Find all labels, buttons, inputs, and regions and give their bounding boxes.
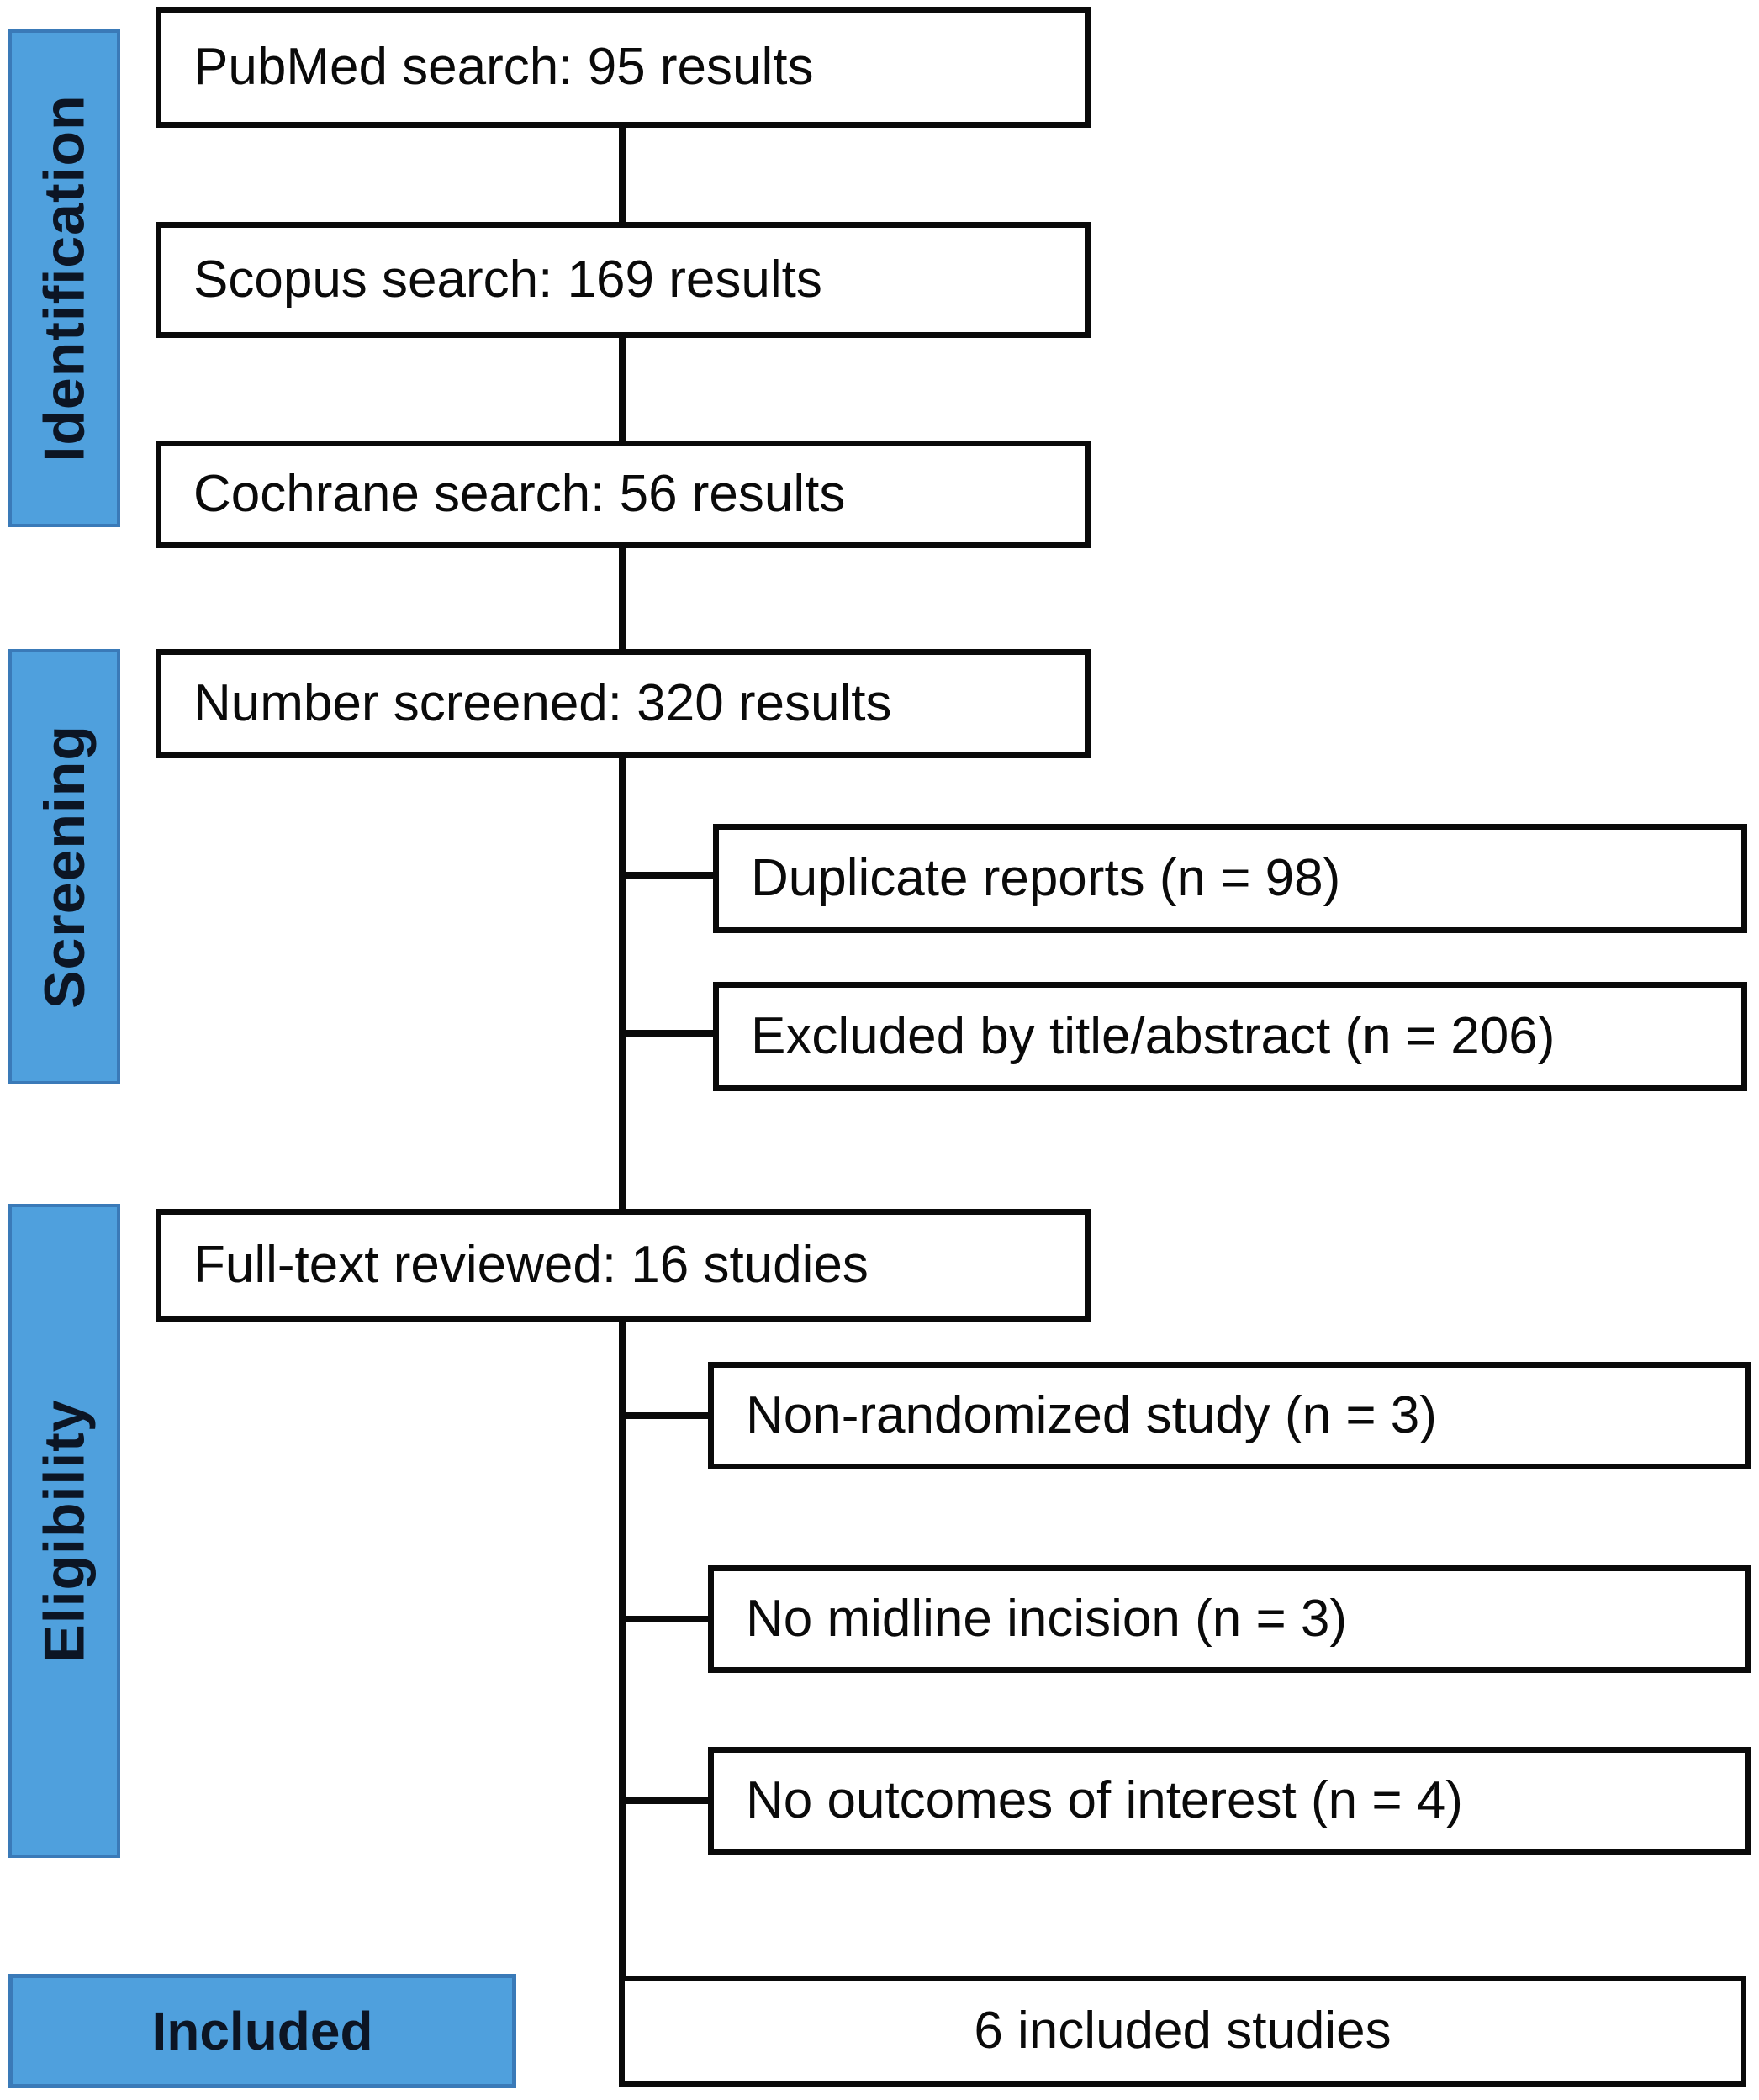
flow-box-cochrane-search: Cochrane search: 56 results: [156, 441, 1091, 548]
stage-bar-included: Included: [8, 1974, 516, 2088]
exclusion-box-no-outcomes: No outcomes of interest (n = 4): [708, 1747, 1751, 1855]
flow-box-included-studies: 6 included studies: [619, 1976, 1746, 2087]
flow-box-number-screened-text: Number screened: 320 results: [193, 674, 892, 732]
flow-box-number-screened: Number screened: 320 results: [156, 649, 1091, 758]
flow-box-fulltext-reviewed-text: Full-text reviewed: 16 studies: [193, 1236, 869, 1294]
connector-screened-fulltext: [619, 758, 626, 1209]
stage-label-included: Included: [151, 2001, 373, 2061]
exclusion-box-non-randomized: Non-randomized study (n = 3): [708, 1362, 1751, 1469]
flow-box-scopus-search: Scopus search: 169 results: [156, 222, 1091, 338]
connector-cochrane-screened: [619, 548, 626, 649]
exclusion-box-no-midline-incision-text: No midline incision (n = 3): [746, 1590, 1348, 1648]
exclusion-box-duplicate-reports: Duplicate reports (n = 98): [713, 824, 1747, 933]
flow-box-fulltext-reviewed: Full-text reviewed: 16 studies: [156, 1209, 1091, 1322]
flow-box-cochrane-search-text: Cochrane search: 56 results: [193, 465, 846, 523]
branch-non-randomized: [619, 1412, 708, 1419]
connector-scopus-cochrane: [619, 338, 626, 441]
exclusion-box-title-abstract-text: Excluded by title/abstract (n = 206): [751, 1007, 1556, 1065]
stage-bar-screening: Screening: [8, 649, 120, 1084]
exclusion-box-no-outcomes-text: No outcomes of interest (n = 4): [746, 1771, 1463, 1829]
branch-no-midline-incision: [619, 1616, 708, 1622]
flow-box-scopus-search-text: Scopus search: 169 results: [193, 251, 822, 309]
exclusion-box-duplicate-reports-text: Duplicate reports (n = 98): [751, 849, 1341, 907]
exclusion-box-title-abstract: Excluded by title/abstract (n = 206): [713, 982, 1747, 1091]
stage-label-identification: Identification: [32, 94, 97, 462]
stage-label-eligibility: Eligibility: [32, 1399, 97, 1663]
stage-bar-eligibility: Eligibility: [8, 1204, 120, 1858]
exclusion-box-no-midline-incision: No midline incision (n = 3): [708, 1565, 1751, 1673]
branch-excluded-title-abstract: [619, 1030, 713, 1037]
connector-fulltext-included: [619, 1322, 626, 1976]
flow-box-pubmed-search: PubMed search: 95 results: [156, 7, 1091, 128]
connector-pubmed-scopus: [619, 128, 626, 222]
flow-box-pubmed-search-text: PubMed search: 95 results: [193, 38, 814, 96]
flow-box-included-studies-text: 6 included studies: [974, 2002, 1392, 2060]
exclusion-box-non-randomized-text: Non-randomized study (n = 3): [746, 1386, 1437, 1444]
stage-bar-identification: Identification: [8, 29, 120, 527]
stage-label-screening: Screening: [32, 725, 97, 1009]
branch-duplicate-reports: [619, 872, 713, 879]
branch-no-outcomes: [619, 1797, 708, 1804]
